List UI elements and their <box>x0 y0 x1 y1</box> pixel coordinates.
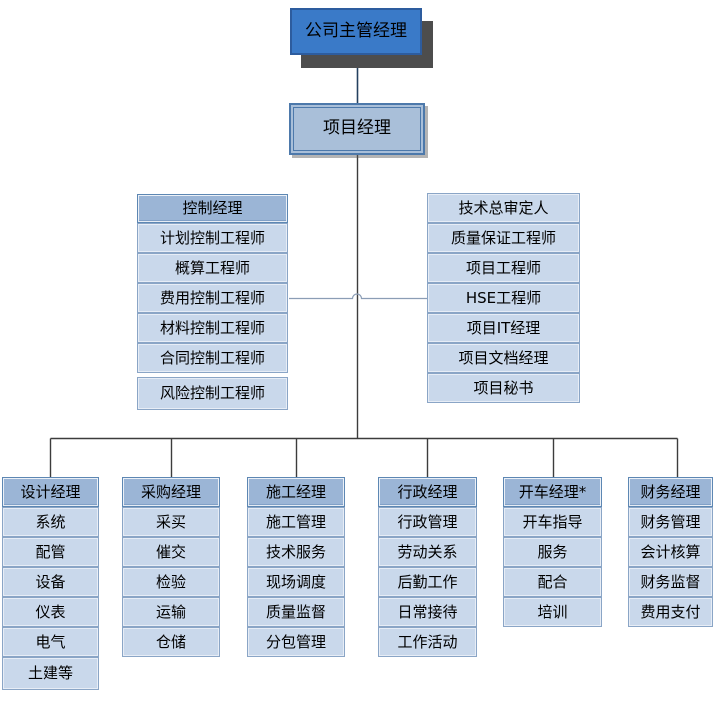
project-staff-column: 技术总审定人 质量保证工程师 项目工程师 HSE工程师 项目IT经理 项目文档经… <box>427 193 580 403</box>
column-item: 催交 <box>122 537 220 567</box>
column-item: 质量监督 <box>247 597 345 627</box>
column-item: 计划控制工程师 <box>137 223 288 253</box>
column-item: 开车指导 <box>503 507 602 537</box>
column-item: 检验 <box>122 567 220 597</box>
node-project-manager: 项目经理 <box>289 103 425 155</box>
column-item: 施工管理 <box>247 507 345 537</box>
construction-manager-column: 施工经理 施工管理 技术服务 现场调度 质量监督 分包管理 <box>247 477 345 657</box>
column-item: 系统 <box>2 507 99 537</box>
column-header-procurement: 采购经理 <box>122 477 220 507</box>
column-item: 项目文档经理 <box>427 343 580 373</box>
column-item: 仪表 <box>2 597 99 627</box>
column-item: 项目秘书 <box>427 373 580 403</box>
column-item: 费用支付 <box>628 597 713 627</box>
column-item: 项目工程师 <box>427 253 580 283</box>
column-item: 风险控制工程师 <box>137 377 288 410</box>
design-manager-column: 设计经理 系统 配管 设备 仪表 电气 土建等 <box>2 477 99 690</box>
column-header-construction: 施工经理 <box>247 477 345 507</box>
column-item: 财务管理 <box>628 507 713 537</box>
column-header-finance: 财务经理 <box>628 477 713 507</box>
column-item: HSE工程师 <box>427 283 580 313</box>
column-item: 质量保证工程师 <box>427 223 580 253</box>
column-item: 运输 <box>122 597 220 627</box>
column-item: 技术总审定人 <box>427 193 580 223</box>
column-item: 配管 <box>2 537 99 567</box>
admin-manager-column: 行政经理 行政管理 劳动关系 后勤工作 日常接待 工作活动 <box>378 477 477 657</box>
column-item: 电气 <box>2 627 99 657</box>
column-item: 后勤工作 <box>378 567 477 597</box>
column-header-admin: 行政经理 <box>378 477 477 507</box>
finance-manager-column: 财务经理 财务管理 会计核算 财务监督 费用支付 <box>628 477 713 627</box>
column-item: 日常接待 <box>378 597 477 627</box>
column-item: 行政管理 <box>378 507 477 537</box>
column-item: 设备 <box>2 567 99 597</box>
column-item: 财务监督 <box>628 567 713 597</box>
column-header-control: 控制经理 <box>137 194 288 223</box>
procurement-manager-column: 采购经理 采买 催交 检验 运输 仓储 <box>122 477 220 657</box>
column-item: 合同控制工程师 <box>137 343 288 373</box>
column-item: 采买 <box>122 507 220 537</box>
column-item: 费用控制工程师 <box>137 283 288 313</box>
commissioning-manager-column: 开车经理* 开车指导 服务 配合 培训 <box>503 477 602 627</box>
column-item: 仓储 <box>122 627 220 657</box>
column-item: 工作活动 <box>378 627 477 657</box>
column-item: 服务 <box>503 537 602 567</box>
column-item: 土建等 <box>2 657 99 690</box>
column-header-design: 设计经理 <box>2 477 99 507</box>
column-item: 会计核算 <box>628 537 713 567</box>
control-manager-column: 控制经理 计划控制工程师 概算工程师 费用控制工程师 材料控制工程师 合同控制工… <box>137 194 288 410</box>
column-item: 材料控制工程师 <box>137 313 288 343</box>
column-header-commissioning: 开车经理* <box>503 477 602 507</box>
column-item: 劳动关系 <box>378 537 477 567</box>
column-item: 配合 <box>503 567 602 597</box>
column-item: 分包管理 <box>247 627 345 657</box>
column-item: 项目IT经理 <box>427 313 580 343</box>
node-company-director: 公司主管经理 <box>290 8 422 55</box>
column-item: 技术服务 <box>247 537 345 567</box>
column-item: 现场调度 <box>247 567 345 597</box>
connector-control-to-tech <box>289 293 427 300</box>
column-item: 培训 <box>503 597 602 627</box>
column-item: 概算工程师 <box>137 253 288 283</box>
